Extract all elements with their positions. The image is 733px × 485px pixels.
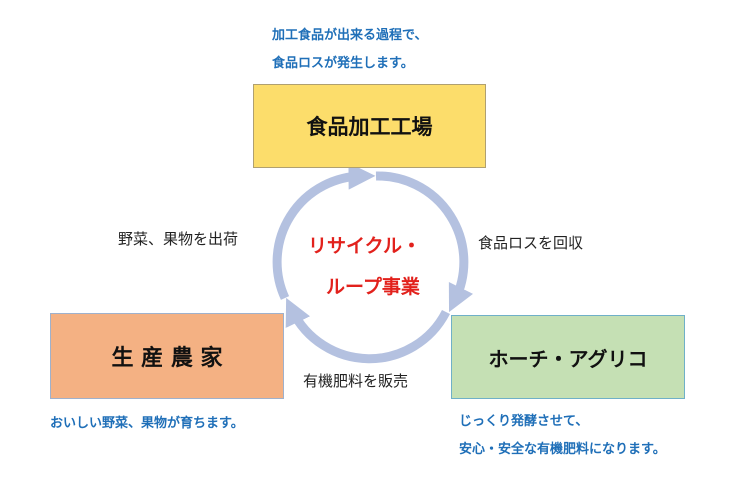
node-farmer-label: 生 産 農 家 xyxy=(111,346,223,371)
node-food-factory: 食品加工工場 xyxy=(253,84,486,168)
node-food-factory-label: 食品加工工場 xyxy=(306,115,433,139)
factory-note-line2: 食品ロスが発生します。 xyxy=(272,56,414,71)
node-farmer: 生 産 農 家 xyxy=(50,313,284,399)
hoochi-note-line1: じっくり発酵させて、 xyxy=(459,414,589,429)
farmer-note: おいしい野菜、果物が育ちます。 xyxy=(50,416,244,431)
node-hoochi-agrico: ホーチ・アグリコ xyxy=(451,315,685,399)
flow-label-ship-produce: 野菜、果物を出荷 xyxy=(118,230,239,248)
arrow-farmer-to-factory xyxy=(272,162,376,300)
hoochi-note-line2: 安心・安全な有機肥料になります。 xyxy=(459,442,666,457)
factory-note: 加工食品が出来る過程で、 食品ロスが発生します。 xyxy=(272,22,427,78)
hoochi-note: じっくり発酵させて、 安心・安全な有機肥料になります。 xyxy=(459,408,666,464)
factory-note-line1: 加工食品が出来る過程で、 xyxy=(272,28,428,43)
center-title-line2: ループ事業 xyxy=(326,276,420,298)
center-title-line1: リサイクル・ xyxy=(308,235,422,257)
flow-label-collect-food-loss: 食品ロスを回収 xyxy=(478,234,584,252)
arrow-hoochi-to-farmer xyxy=(285,297,451,364)
arrow-factory-to-hoochi xyxy=(375,171,474,313)
flow-label-sell-fertilizer: 有機肥料を販売 xyxy=(303,372,409,390)
node-hoochi-agrico-label: ホーチ・アグリコ xyxy=(488,346,648,371)
